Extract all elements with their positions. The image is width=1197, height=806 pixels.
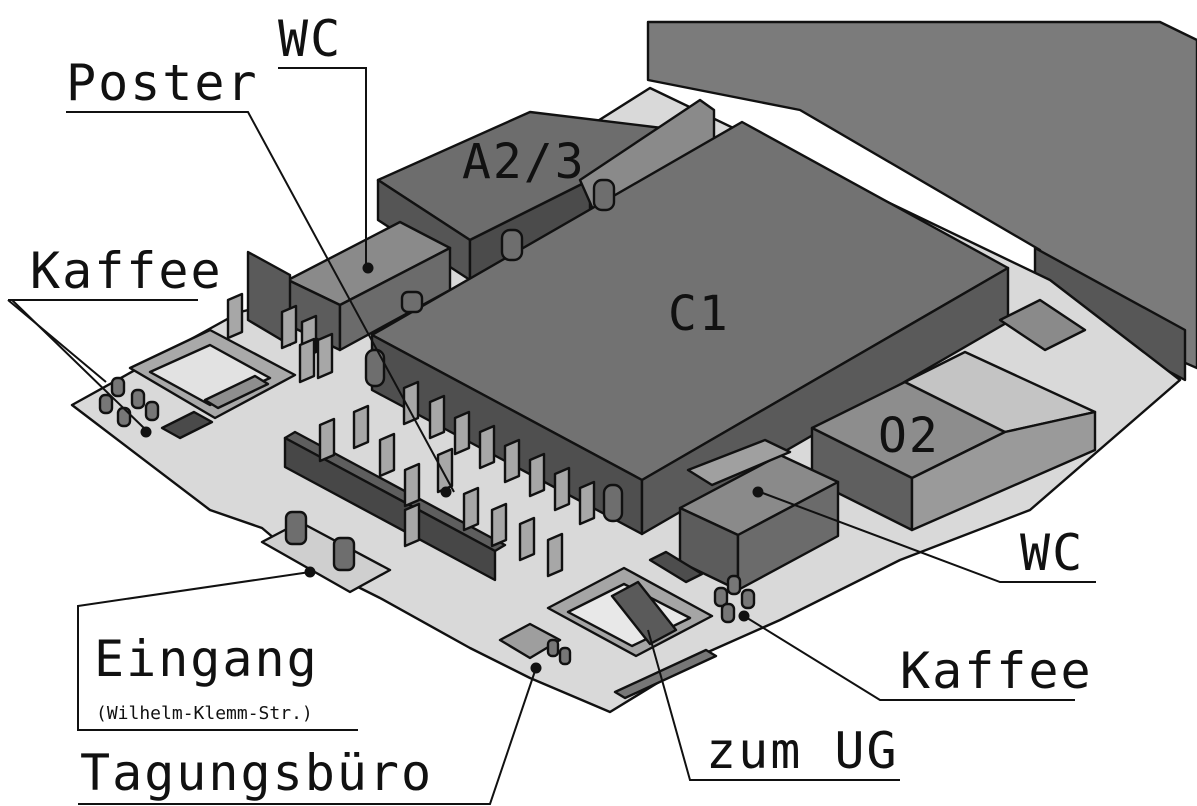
room-o2-label: O2 [878, 408, 940, 464]
kaffee-right-tables [713, 574, 756, 624]
entrance-doors [284, 510, 356, 572]
label-eingang: Eingang [94, 630, 319, 688]
kaffee-counter [160, 410, 214, 440]
office-chairs [546, 638, 572, 666]
ug-stairs [610, 580, 678, 646]
label-kaffee-right: Kaffee [900, 642, 1093, 700]
wc-right-ledge [686, 438, 792, 487]
side-block-top [998, 298, 1087, 352]
poster-boards [226, 292, 596, 578]
bench [648, 550, 704, 584]
office-desk [498, 622, 562, 660]
leader-lines [7, 67, 1096, 805]
room-o2-lightbox-front [910, 410, 1097, 532]
partition-wall-face [283, 436, 497, 582]
wc-right-side [736, 480, 840, 592]
label-wc-right: WC [1020, 524, 1085, 582]
label-zum-ug: zum UG [706, 722, 899, 780]
stairs-left [203, 374, 270, 410]
columns [364, 178, 624, 523]
label-eingang-sub: (Wilhelm-Klemm-Str.) [96, 703, 313, 724]
label-kaffee-left: Kaffee [30, 242, 223, 300]
label-wc-top: WC [278, 10, 343, 68]
label-poster: Poster [66, 54, 259, 112]
label-tagungsbuero: Tagungsbüro [80, 744, 434, 802]
room-c1-label: C1 [668, 286, 730, 342]
room-a23-label: A2/3 [462, 134, 586, 190]
ug-base [613, 648, 718, 700]
markers [140, 262, 764, 674]
